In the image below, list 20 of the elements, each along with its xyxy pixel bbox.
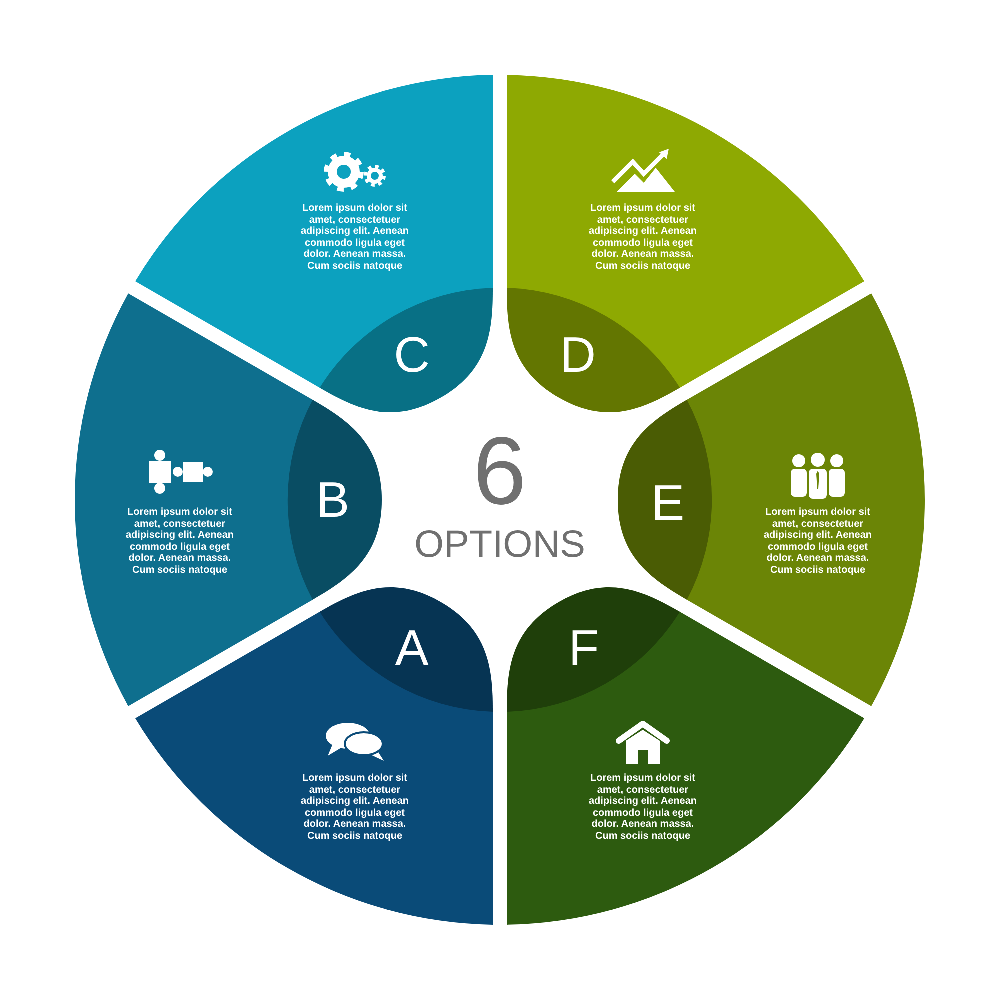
description-text: Lorem ipsum dolor sit amet, consectetuer adipiscing elit. Aenean commodo ligula eget dolor. Aenean massa. Cum sociis natoque [125, 507, 235, 576]
heading-text: OPTIONS [414, 526, 586, 564]
description-text: Lorem ipsum dolor sit amet, consectetuer adipiscing elit. Aenean commodo ligula eget dolor. Aenean massa. Cum sociis natoque [763, 507, 873, 576]
ring-segment [135, 587, 493, 925]
ring-segment [507, 587, 865, 925]
segment-letter: F [568, 623, 600, 673]
description-text: Lorem ipsum dolor sit amet, consectetuer adipiscing elit. Aenean commodo ligula eget dolor. Aenean massa. Cum sociis natoque [300, 203, 410, 272]
ring-segment [135, 75, 494, 413]
segment-letter: B [316, 475, 350, 525]
ring-segment [618, 293, 925, 707]
ring-segment [506, 75, 865, 413]
description-text: Lorem ipsum dolor sit amet, consectetuer adipiscing elit. Aenean commodo ligula eget dolor. Aenean massa. Cum sociis natoque [300, 773, 410, 842]
description-text: Lorem ipsum dolor sit amet, consectetuer adipiscing elit. Aenean commodo ligula eget dolor. Aenean massa. Cum sociis natoque [588, 773, 698, 842]
big-number: 6 [473, 424, 527, 520]
segment-letter: E [651, 478, 685, 528]
ring-segment [75, 293, 382, 707]
segment-letter: C [394, 330, 430, 380]
segment-letter: D [560, 330, 596, 380]
description-text: Lorem ipsum dolor sit amet, consectetuer adipiscing elit. Aenean commodo ligula eget dolor. Aenean massa. Cum sociis natoque [588, 203, 698, 272]
segment-letter: A [395, 623, 429, 673]
